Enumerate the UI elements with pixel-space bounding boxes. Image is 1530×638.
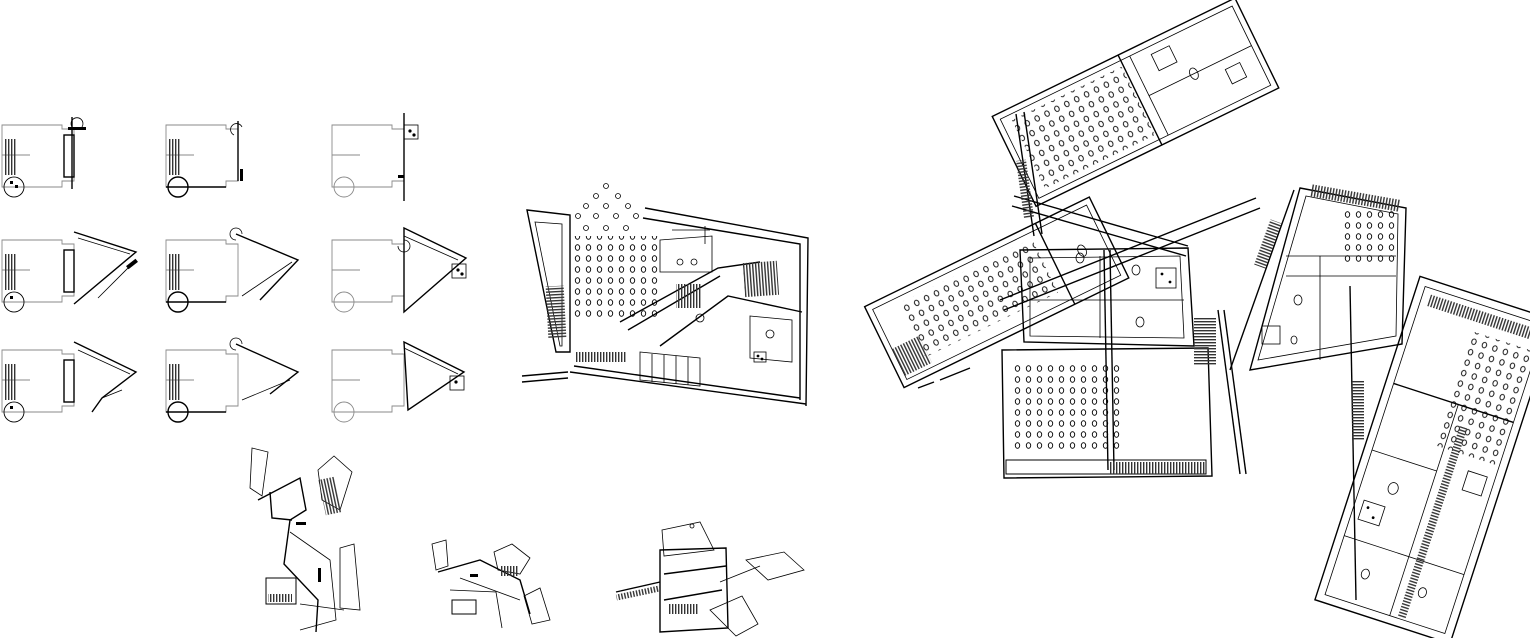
- site-fragment-1: [249, 447, 361, 633]
- plan-block-right-upper: [1229, 184, 1407, 371]
- dot-cluster-top: [575, 183, 639, 231]
- plan-slab-right-lower: [1314, 275, 1530, 638]
- matrix-cell-r2c3: [331, 226, 468, 314]
- site-plan-fragments: [249, 447, 805, 637]
- matrix-cell-r3c1: [1, 341, 138, 423]
- diagram-matrix-3x3: [1, 113, 468, 423]
- matrix-cell-r1c2: [165, 121, 243, 198]
- site-fragment-3: [615, 521, 805, 637]
- site-fragment-2: [431, 539, 551, 629]
- floor-plan-center: [521, 183, 809, 407]
- matrix-cell-r3c2: [165, 337, 300, 423]
- matrix-cell-r1c1: [1, 117, 86, 198]
- matrix-cell-r2c2: [165, 227, 300, 313]
- matrix-cell-r3c3: [331, 340, 466, 423]
- plan-slab-left: [863, 196, 1130, 389]
- matrix-cell-r2c1: [1, 231, 138, 313]
- floor-plan-composite-right: [863, 0, 1530, 638]
- plan-slab-top: [991, 0, 1280, 208]
- matrix-cell-r1c3: [331, 113, 419, 201]
